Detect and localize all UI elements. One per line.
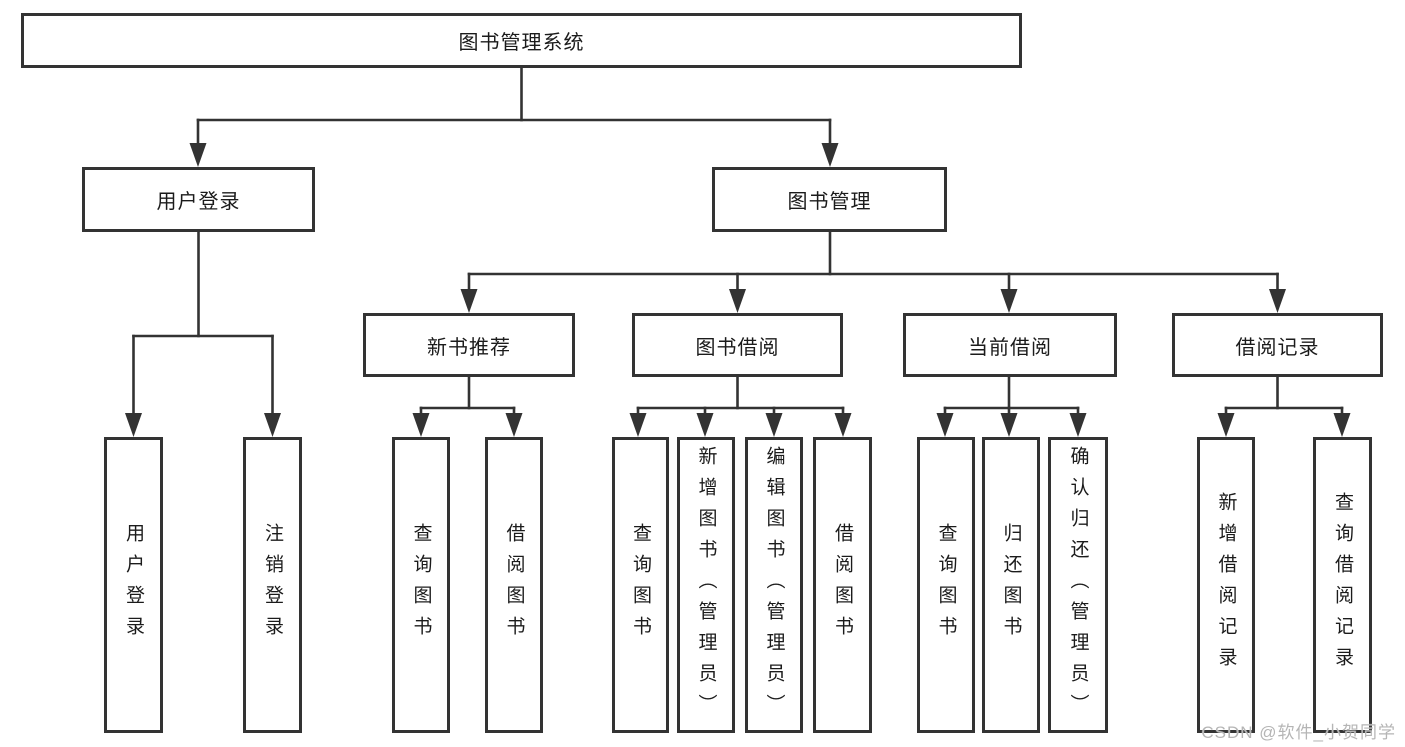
connector-current-borrow-to-leaves [936, 375, 1087, 437]
arrowhead [1269, 289, 1286, 313]
node-book-borrow-label: 图书借阅 [695, 336, 780, 359]
arrowhead [696, 413, 714, 437]
connector-new-book-rec-to-leaves [412, 375, 523, 437]
node-leaf-user-login-label: 用户登录 [123, 523, 144, 647]
node-new-book-rec-label: 新书推荐 [427, 336, 511, 359]
node-leaf-query-books-1-label: 查询图书 [410, 523, 432, 647]
node-leaf-user-login: 用户登录 [104, 437, 163, 733]
node-leaf-query-books-3: 查询图书 [917, 437, 975, 733]
node-book-borrow: 图书借阅 [632, 313, 843, 377]
node-user-login-label: 用户登录 [156, 191, 241, 213]
node-borrow-records-label: 借阅记录 [1235, 336, 1320, 359]
node-current-borrow-label: 当前借阅 [968, 336, 1052, 359]
arrowhead [936, 413, 954, 437]
arrowhead [460, 289, 478, 313]
arrowhead [264, 413, 281, 437]
node-leaf-add-books-label: 新增图书（管理员） [695, 445, 717, 725]
node-leaf-borrow-books-1-label: 借阅图书 [503, 523, 525, 647]
node-new-book-rec: 新书推荐 [363, 313, 575, 377]
connector-book-mgmt-to-level3 [460, 231, 1286, 313]
arrowhead [1333, 413, 1351, 437]
node-book-mgmt: 图书管理 [712, 167, 947, 232]
node-leaf-return-books-label: 归还图书 [1000, 523, 1022, 647]
connector-root-to-level2 [189, 66, 839, 167]
node-root-label: 图书管理系统 [458, 32, 585, 54]
arrowhead [412, 413, 430, 437]
node-user-login: 用户登录 [82, 167, 315, 232]
node-leaf-query-borrow-record: 查询借阅记录 [1313, 437, 1372, 733]
node-leaf-borrow-books-2-label: 借阅图书 [832, 523, 853, 647]
arrowhead [1000, 413, 1018, 437]
node-leaf-query-books-3-label: 查询图书 [935, 523, 957, 647]
arrowhead [125, 413, 142, 437]
node-book-mgmt-label: 图书管理 [787, 191, 872, 213]
connector-borrow-records-to-leaves [1217, 375, 1351, 437]
watermark-text: CSDN @软件_小贺同学 [1201, 723, 1396, 742]
arrowhead [821, 143, 839, 167]
node-current-borrow: 当前借阅 [903, 313, 1117, 377]
node-leaf-add-borrow-record-label: 新增借阅记录 [1215, 492, 1237, 678]
node-leaf-logout: 注销登录 [243, 437, 302, 733]
connector-book-borrow-to-leaves [629, 375, 852, 437]
node-leaf-return-books: 归还图书 [982, 437, 1040, 733]
arrowhead [1000, 289, 1018, 313]
arrowhead [189, 143, 207, 167]
node-leaf-query-borrow-record-label: 查询借阅记录 [1332, 492, 1353, 678]
node-leaf-edit-books: 编辑图书（管理员） [745, 437, 803, 733]
node-leaf-borrow-books-2: 借阅图书 [813, 437, 872, 733]
node-leaf-query-books-2-label: 查询图书 [630, 523, 651, 647]
arrowhead [505, 413, 523, 437]
arrowhead [765, 413, 783, 437]
node-root: 图书管理系统 [21, 13, 1022, 68]
node-leaf-borrow-books-1: 借阅图书 [485, 437, 543, 733]
node-leaf-confirm-return: 确认归还（管理员） [1048, 437, 1108, 733]
node-leaf-confirm-return-label: 确认归还（管理员） [1067, 445, 1089, 725]
arrowhead [729, 289, 746, 313]
node-leaf-edit-books-label: 编辑图书（管理员） [763, 445, 785, 725]
connector-user-login-to-leaves [125, 230, 281, 437]
node-leaf-query-books-2: 查询图书 [612, 437, 669, 733]
arrowhead [629, 413, 647, 437]
arrowhead [834, 413, 852, 437]
node-borrow-records: 借阅记录 [1172, 313, 1383, 377]
arrowhead [1217, 413, 1235, 437]
arrowhead [1069, 413, 1087, 437]
node-leaf-query-books-1: 查询图书 [392, 437, 450, 733]
node-leaf-add-borrow-record: 新增借阅记录 [1197, 437, 1255, 733]
node-leaf-add-books: 新增图书（管理员） [677, 437, 735, 733]
node-leaf-logout-label: 注销登录 [262, 523, 283, 647]
